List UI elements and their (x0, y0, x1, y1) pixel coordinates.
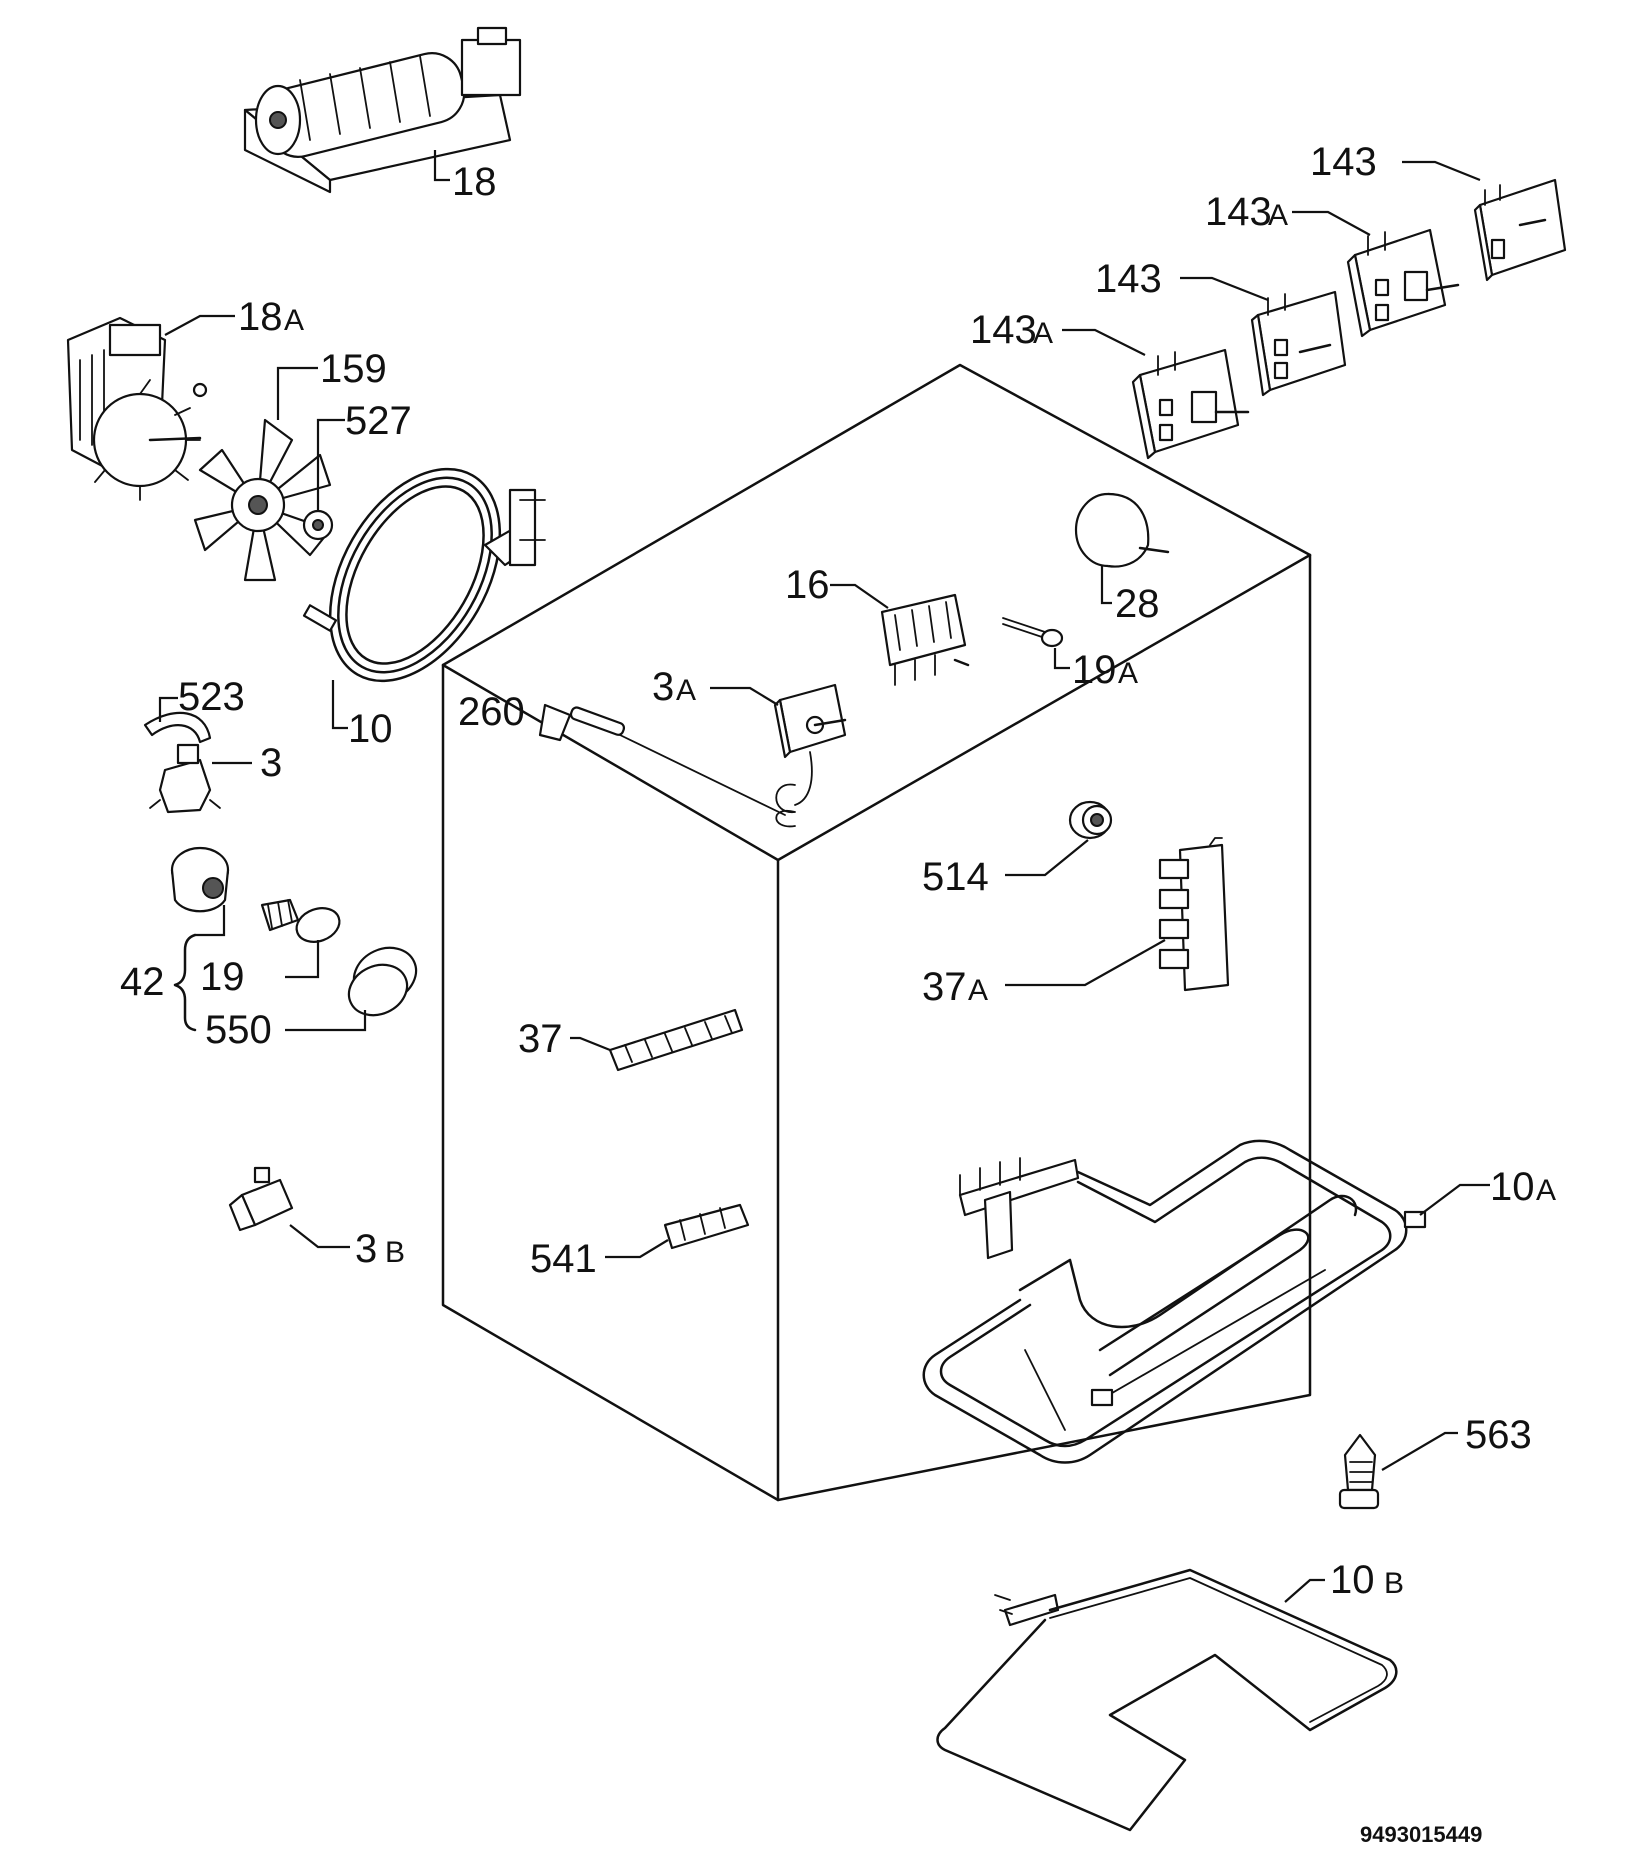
terminal-strip-37-part (608, 1008, 744, 1072)
label-3: 3 (260, 741, 282, 785)
switch-143-top-part (1473, 178, 1567, 282)
label-37: 37 (518, 1017, 563, 1061)
label-523: 523 (178, 675, 245, 719)
label-143a-top: 143 (1205, 190, 1272, 234)
label-541: 541 (530, 1237, 597, 1281)
label-3a: 3 (652, 665, 674, 709)
label-143-mid: 143 (1095, 257, 1162, 301)
label-550: 550 (205, 1008, 272, 1052)
selector-switch-part (880, 593, 970, 686)
switch-143a-mid-part (1131, 348, 1250, 460)
label-37a-suffix: A (968, 974, 988, 1007)
tangential-fan-part (243, 26, 522, 194)
label-3b: 3 (355, 1227, 377, 1271)
label-42: 42 (120, 960, 165, 1004)
label-143a-mid: 143 (970, 308, 1037, 352)
safety-thermostat-part (228, 1166, 294, 1232)
label-527: 527 (345, 399, 412, 443)
label-563: 563 (1465, 1413, 1532, 1457)
label-3b-suffix: B (385, 1236, 405, 1269)
switch-143a-top-part (1346, 228, 1460, 338)
label-10b-suffix: B (1384, 1567, 1404, 1600)
connector-541-part (663, 1203, 750, 1250)
label-19a-suffix: A (1118, 657, 1138, 690)
grill-element-10a-part (922, 1139, 1427, 1464)
label-10: 10 (348, 707, 393, 751)
lamp-cover-part (347, 946, 418, 1017)
fan-blade-part (193, 418, 332, 582)
label-19: 19 (200, 955, 245, 999)
label-10a: 10 (1490, 1165, 1535, 1209)
label-10a-suffix: A (1536, 1174, 1556, 1207)
probe-260-part (538, 703, 626, 742)
thermostat-cutout-part (149, 743, 221, 814)
circular-heating-element-part (302, 467, 546, 683)
fan-nut-part (302, 509, 334, 541)
lower-element-10b-part (936, 1568, 1398, 1832)
foot-563-part (1338, 1433, 1380, 1510)
label-18: 18 (452, 160, 497, 204)
label-37a: 37 (922, 965, 967, 1009)
label-10b: 10 (1330, 1558, 1375, 1602)
terminal-block-37a-part (1158, 837, 1230, 992)
label-143a-mid-suffix: A (1033, 317, 1053, 350)
clip-part (143, 711, 212, 744)
lamp-holder-part (170, 846, 230, 913)
fan-motor-part (66, 316, 208, 501)
label-159: 159 (320, 347, 387, 391)
label-260: 260 (458, 690, 525, 734)
label-3a-suffix: A (676, 674, 696, 707)
grommet-514-part (1068, 800, 1113, 840)
label-143a-top-suffix: A (1268, 199, 1288, 232)
label-18a-suffix: A (284, 304, 304, 337)
switch-143-mid-part (1250, 290, 1347, 397)
label-143-top: 143 (1310, 140, 1377, 184)
indicator-19a-part (1002, 617, 1064, 648)
label-18a: 18 (238, 295, 283, 339)
label-28: 28 (1115, 582, 1160, 626)
lamp-bulb-part (260, 898, 341, 943)
drawing-code: 9493015449 (1360, 1822, 1482, 1847)
switch-28-part (1074, 492, 1170, 568)
label-19a: 19 (1072, 648, 1117, 692)
label-514: 514 (922, 855, 989, 899)
label-16: 16 (785, 563, 830, 607)
thermostat-3a-part (619, 683, 847, 828)
